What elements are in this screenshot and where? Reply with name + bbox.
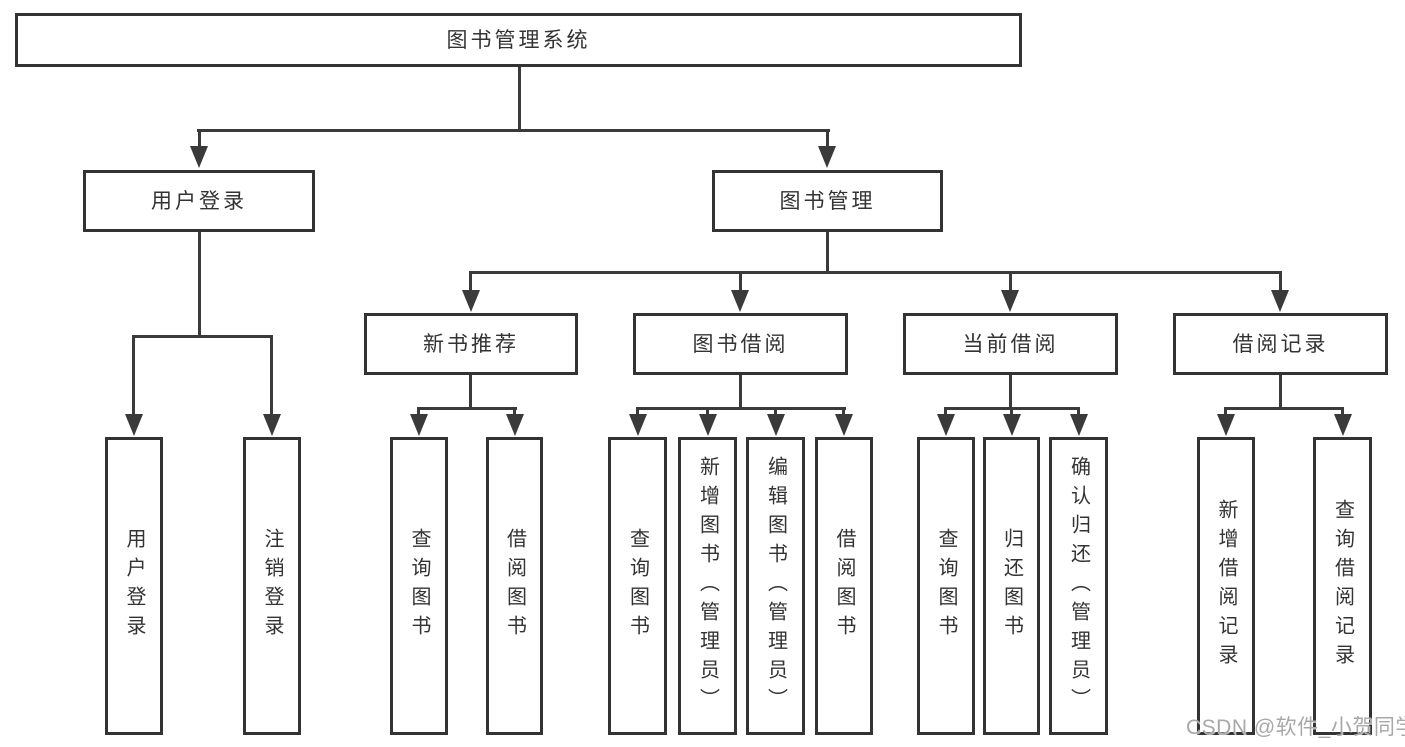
- connector-arrow-stem: [774, 407, 777, 416]
- leaf-query-books-borrowing: 查询图书: [608, 437, 667, 735]
- connector-book-mgmt-stem: [826, 232, 829, 271]
- connector-arrow-stem: [706, 407, 709, 416]
- connector-arrow-stem: [944, 407, 947, 416]
- arrow-down-icon: [125, 414, 143, 436]
- arrow-down-icon: [1070, 414, 1088, 436]
- node-label: 新书推荐: [423, 332, 519, 356]
- leaf-confirm-return-admin: 确认归还（管理员）: [1049, 437, 1108, 735]
- leaf-query-borrow-record: 查询借阅记录: [1313, 437, 1372, 735]
- leaf-query-books-current: 查询图书: [917, 437, 975, 735]
- connector-new-books-hline: [417, 407, 517, 410]
- node-label: 查询图书: [626, 528, 649, 644]
- node-book-management: 图书管理: [712, 170, 943, 232]
- node-label: 归还图书: [1000, 528, 1023, 644]
- connector-current-borrow-stem: [1009, 375, 1012, 408]
- node-label: 当前借阅: [962, 332, 1059, 356]
- node-label: 查询借阅记录: [1331, 499, 1354, 673]
- arrow-down-icon: [629, 414, 647, 436]
- connector-arrow-stem: [739, 271, 742, 291]
- connector-arrow-stem: [270, 335, 273, 415]
- node-label: 借阅图书: [833, 528, 855, 644]
- arrow-down-icon: [263, 414, 281, 436]
- leaf-edit-books-admin: 编辑图书（管理员）: [746, 437, 805, 735]
- node-label: 用户登录: [123, 528, 145, 644]
- arrow-down-icon: [410, 414, 428, 436]
- arrow-down-icon: [731, 290, 749, 312]
- node-label: 编辑图书（管理员）: [764, 455, 787, 717]
- arrow-down-icon: [1334, 414, 1352, 436]
- connector-arrow-stem: [469, 271, 472, 291]
- leaf-borrow-books-recommend: 借阅图书: [486, 437, 543, 735]
- connector-borrow-records-hline: [1224, 407, 1344, 410]
- connector-arrow-stem: [842, 407, 845, 416]
- connector-level3-hline: [469, 271, 1282, 274]
- csdn-watermark: CSDN @软件_小贺同学: [1186, 716, 1405, 739]
- connector-user-login-stem: [198, 232, 201, 336]
- leaf-user-login: 用户登录: [105, 437, 163, 735]
- node-label: 新增借阅记录: [1215, 499, 1237, 673]
- node-label: 新增图书（管理员）: [696, 455, 719, 717]
- connector-new-books-stem: [469, 375, 472, 408]
- leaf-borrow-books: 借阅图书: [815, 437, 873, 735]
- arrow-down-icon: [1001, 290, 1019, 312]
- arrow-down-icon: [767, 414, 785, 436]
- arrow-down-icon: [506, 414, 524, 436]
- connector-arrow-stem: [1010, 407, 1013, 416]
- arrow-down-icon: [818, 146, 836, 168]
- connector-user-login-hline: [132, 335, 273, 338]
- arrow-down-icon: [835, 414, 853, 436]
- node-label: 用户登录: [151, 189, 247, 213]
- leaf-return-books: 归还图书: [983, 437, 1040, 735]
- node-label: 借阅记录: [1232, 332, 1329, 356]
- arrow-down-icon: [190, 146, 208, 168]
- connector-arrow-stem: [1077, 407, 1080, 416]
- leaf-logout: 注销登录: [243, 437, 301, 735]
- connector-arrow-stem: [1009, 271, 1012, 291]
- connector-level2-hline: [197, 129, 830, 132]
- connector-arrow-stem: [132, 335, 135, 415]
- node-label: 注销登录: [261, 528, 283, 644]
- connector-arrow-stem: [198, 129, 201, 147]
- connector-arrow-stem: [636, 407, 639, 416]
- arrow-down-icon: [1003, 414, 1021, 436]
- leaf-add-borrow-record: 新增借阅记录: [1197, 437, 1255, 735]
- node-user-login: 用户登录: [83, 170, 315, 232]
- arrow-down-icon: [1271, 290, 1289, 312]
- connector-arrow-stem: [1341, 407, 1344, 416]
- node-new-book-recommend: 新书推荐: [364, 313, 578, 375]
- connector-arrow-stem: [513, 407, 516, 416]
- node-label: 查询图书: [408, 528, 430, 644]
- arrow-down-icon: [699, 414, 717, 436]
- connector-book-borrow-stem: [739, 375, 742, 408]
- node-book-borrowing: 图书借阅: [633, 313, 848, 375]
- node-borrowing-records: 借阅记录: [1173, 313, 1388, 375]
- node-label: 查询图书: [935, 528, 957, 644]
- node-label: 图书管理: [779, 189, 876, 213]
- connector-root-stem: [518, 67, 521, 131]
- connector-book-borrow-hline: [636, 407, 846, 410]
- connector-borrow-records-stem: [1279, 375, 1282, 408]
- connector-arrow-stem: [1279, 271, 1282, 291]
- leaf-add-books-admin: 新增图书（管理员）: [678, 437, 737, 735]
- node-label: 确认归还（管理员）: [1067, 455, 1090, 717]
- leaf-query-books-recommend: 查询图书: [390, 437, 448, 735]
- node-current-borrowing: 当前借阅: [903, 313, 1118, 375]
- node-root: 图书管理系统: [15, 13, 1022, 67]
- arrow-down-icon: [1217, 414, 1235, 436]
- connector-arrow-stem: [826, 129, 829, 147]
- arrow-down-icon: [462, 290, 480, 312]
- arrow-down-icon: [937, 414, 955, 436]
- connector-arrow-stem: [417, 407, 420, 416]
- node-label: 图书借阅: [692, 332, 789, 356]
- connector-arrow-stem: [1224, 407, 1227, 416]
- node-label: 借阅图书: [503, 528, 526, 644]
- node-label: 图书管理系统: [446, 28, 591, 52]
